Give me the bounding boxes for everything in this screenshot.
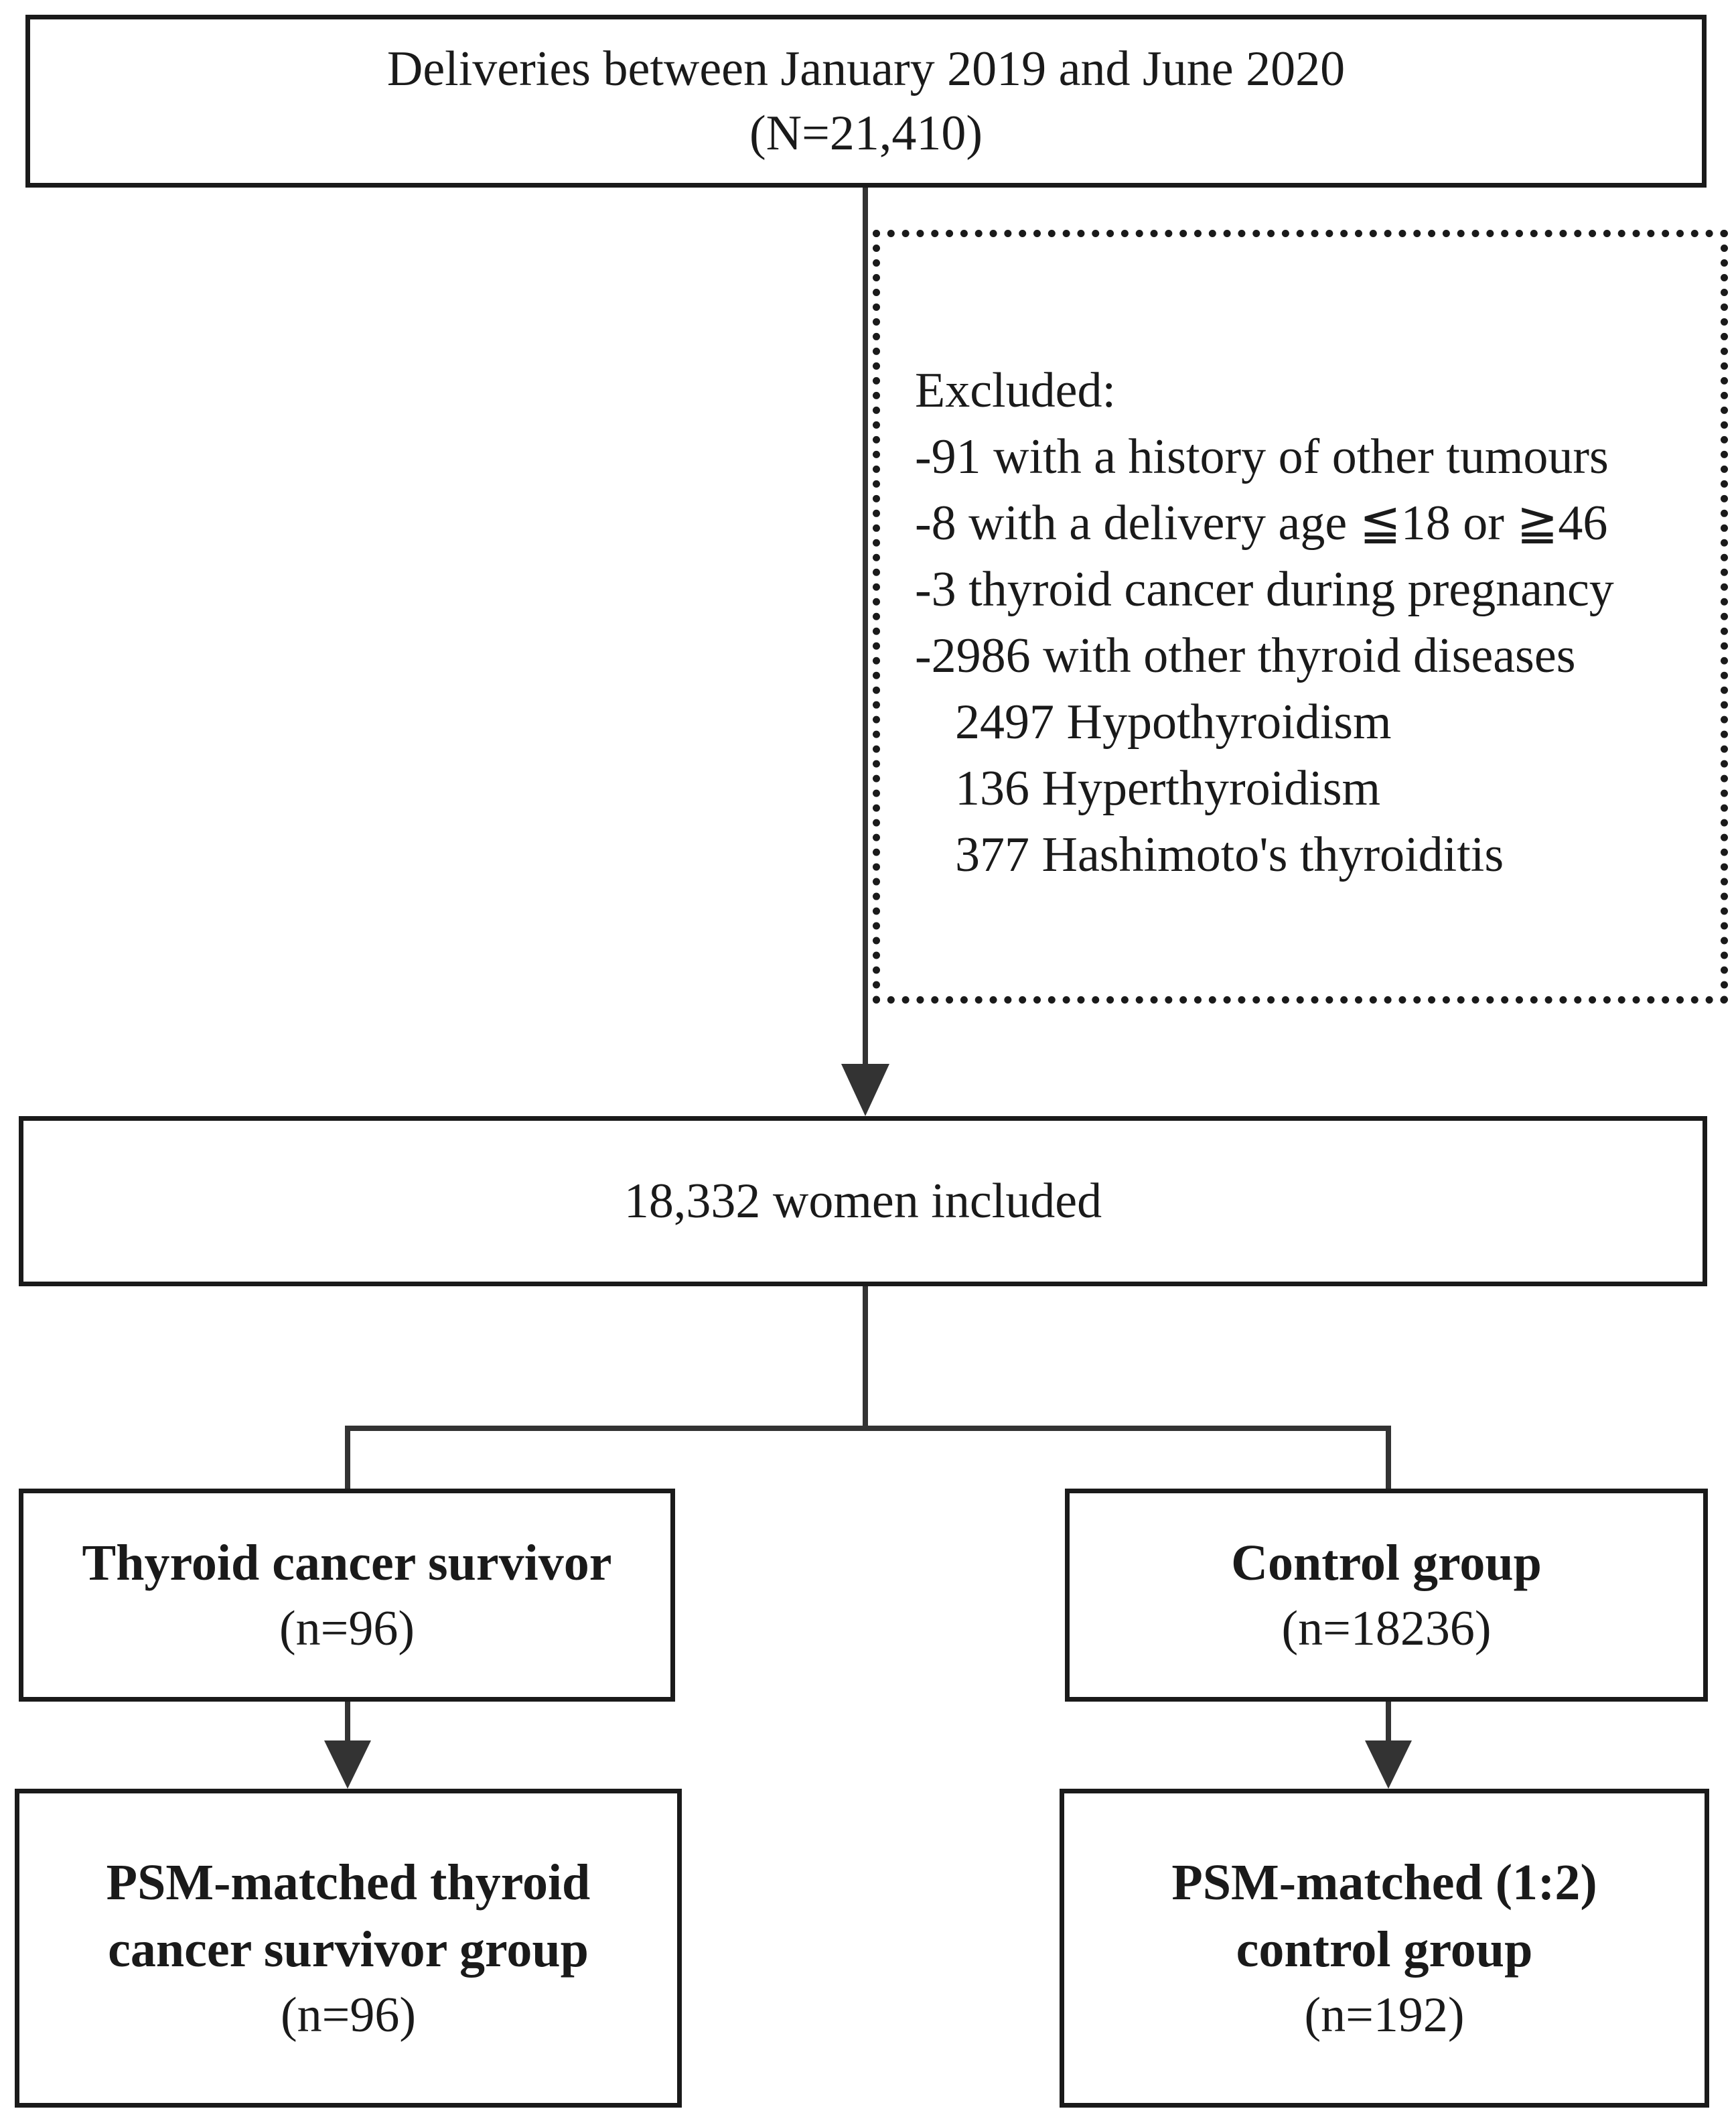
excluded-sub-item: 2497 Hypothyroidism	[955, 695, 1392, 750]
excluded-sub-item: 377 Hashimoto's thyroiditis	[955, 827, 1504, 882]
control-count: (n=18236)	[1281, 1601, 1492, 1656]
survivor-count: (n=96)	[279, 1601, 415, 1656]
psm-survivor-count: (n=96)	[280, 1988, 417, 2043]
deliveries-box: Deliveries between January 2019 and June…	[25, 15, 1707, 188]
connector-branch	[345, 1426, 1391, 1489]
psm-survivor-box: PSM-matched thyroid cancer survivor grou…	[15, 1789, 682, 2108]
excluded-item: -3 thyroid cancer during pregnancy	[915, 562, 1614, 617]
excluded-item: -2986 with other thyroid diseases	[915, 628, 1576, 683]
excluded-box: Excluded: -91 with a history of other tu…	[873, 230, 1728, 1004]
psm-control-count: (n=192)	[1304, 1988, 1465, 2043]
included-box: 18,332 women included	[19, 1116, 1707, 1286]
survivor-box: Thyroid cancer survivor (n=96)	[19, 1489, 675, 1702]
psm-survivor-title-line2: cancer survivor group	[108, 1921, 589, 1978]
deliveries-count: (N=21,410)	[749, 106, 983, 161]
excluded-item: -91 with a history of other tumours	[915, 429, 1609, 484]
psm-control-title-line1: PSM-matched (1:2)	[1171, 1854, 1597, 1911]
excluded-heading: Excluded:	[915, 363, 1116, 418]
deliveries-title: Deliveries between January 2019 and June…	[386, 42, 1346, 96]
excluded-sub-item: 136 Hyperthyroidism	[955, 761, 1381, 816]
survivor-title: Thyroid cancer survivor	[82, 1535, 612, 1591]
arrowhead-included	[841, 1064, 889, 1116]
psm-survivor-title-line1: PSM-matched thyroid	[106, 1854, 591, 1911]
excluded-item: -8 with a delivery age ≦18 or ≧46	[915, 496, 1608, 551]
psm-control-box: PSM-matched (1:2) control group (n=192)	[1060, 1789, 1709, 2108]
arrowhead-psm-survivor	[324, 1740, 371, 1789]
control-title: Control group	[1231, 1535, 1542, 1591]
control-box: Control group (n=18236)	[1065, 1489, 1708, 1702]
psm-control-title-line2: control group	[1236, 1921, 1533, 1978]
included-label: 18,332 women included	[624, 1174, 1102, 1229]
arrowhead-psm-control	[1365, 1740, 1412, 1789]
